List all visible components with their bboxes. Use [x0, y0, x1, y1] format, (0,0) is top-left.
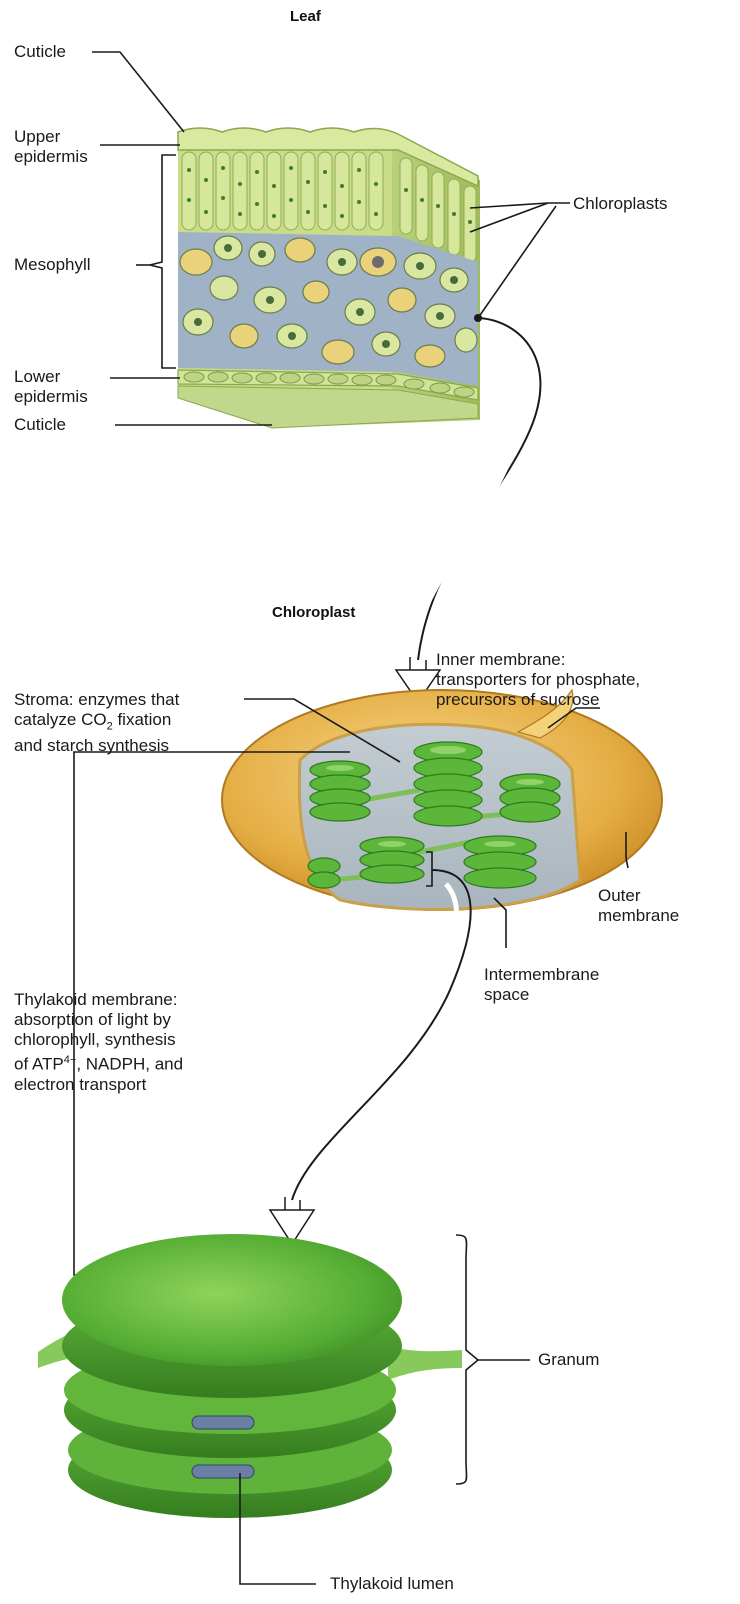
label-stroma: Stroma: enzymes that catalyze CO2 fixati…	[14, 690, 179, 756]
label-cuticle-top: Cuticle	[14, 42, 66, 62]
label-upper-epidermis-line2: epidermis	[14, 147, 88, 167]
label-upper-epidermis: Upper epidermis	[14, 127, 88, 167]
label-thylakoid-membrane-line3: chlorophyll, synthesis	[14, 1030, 183, 1050]
label-inner-membrane-line2: transporters for phosphate,	[436, 670, 640, 690]
label-granum: Granum	[538, 1350, 599, 1370]
label-stroma-line2: catalyze CO2 fixation	[14, 710, 179, 736]
leaf-cross-section	[178, 128, 480, 428]
label-thylakoid-lumen: Thylakoid lumen	[330, 1574, 454, 1594]
granum-illustration	[38, 1234, 462, 1518]
chloroplast-title: Chloroplast	[272, 604, 355, 621]
label-chloroplasts: Chloroplasts	[573, 194, 668, 214]
label-thylakoid-membrane-line5: electron transport	[14, 1075, 183, 1095]
label-stroma-line3: and starch synthesis	[14, 736, 179, 756]
label-thylakoid-membrane: Thylakoid membrane: absorption of light …	[14, 990, 183, 1095]
label-mesophyll: Mesophyll	[14, 255, 91, 275]
label-outer-membrane-line1: Outer	[598, 886, 679, 906]
label-thylakoid-membrane-line2: absorption of light by	[14, 1010, 183, 1030]
thylakoid-lumen-window-2	[192, 1465, 254, 1478]
label-lower-epidermis-line1: Lower	[14, 367, 88, 387]
chloroplast-illustration	[222, 690, 662, 910]
leaf-title: Leaf	[290, 8, 321, 25]
label-lower-epidermis-line2: epidermis	[14, 387, 88, 407]
thylakoid-lumen-window-1	[192, 1416, 254, 1429]
label-cuticle-bottom: Cuticle	[14, 415, 66, 435]
thylakoid-disc-1-top	[62, 1234, 402, 1366]
label-stroma-line1: Stroma: enzymes that	[14, 690, 179, 710]
label-lower-epidermis: Lower epidermis	[14, 367, 88, 407]
label-outer-membrane-line2: membrane	[598, 906, 679, 926]
label-thylakoid-membrane-line1: Thylakoid membrane:	[14, 990, 183, 1010]
label-outer-membrane: Outer membrane	[598, 886, 679, 926]
arrow-chloroplast-to-granum	[270, 870, 471, 1244]
label-inner-membrane-line3: precursors of sucrose	[436, 690, 640, 710]
label-intermembrane-space: Intermembrane space	[484, 965, 599, 1005]
label-inner-membrane-line1: Inner membrane:	[436, 650, 640, 670]
granum-stack-2	[414, 742, 482, 826]
label-intermembrane-space-line2: space	[484, 985, 599, 1005]
label-upper-epidermis-line1: Upper	[14, 127, 88, 147]
label-intermembrane-space-line1: Intermembrane	[484, 965, 599, 985]
label-inner-membrane: Inner membrane: transporters for phospha…	[436, 650, 640, 710]
label-thylakoid-membrane-line4: of ATP4−, NADPH, and	[14, 1050, 183, 1075]
